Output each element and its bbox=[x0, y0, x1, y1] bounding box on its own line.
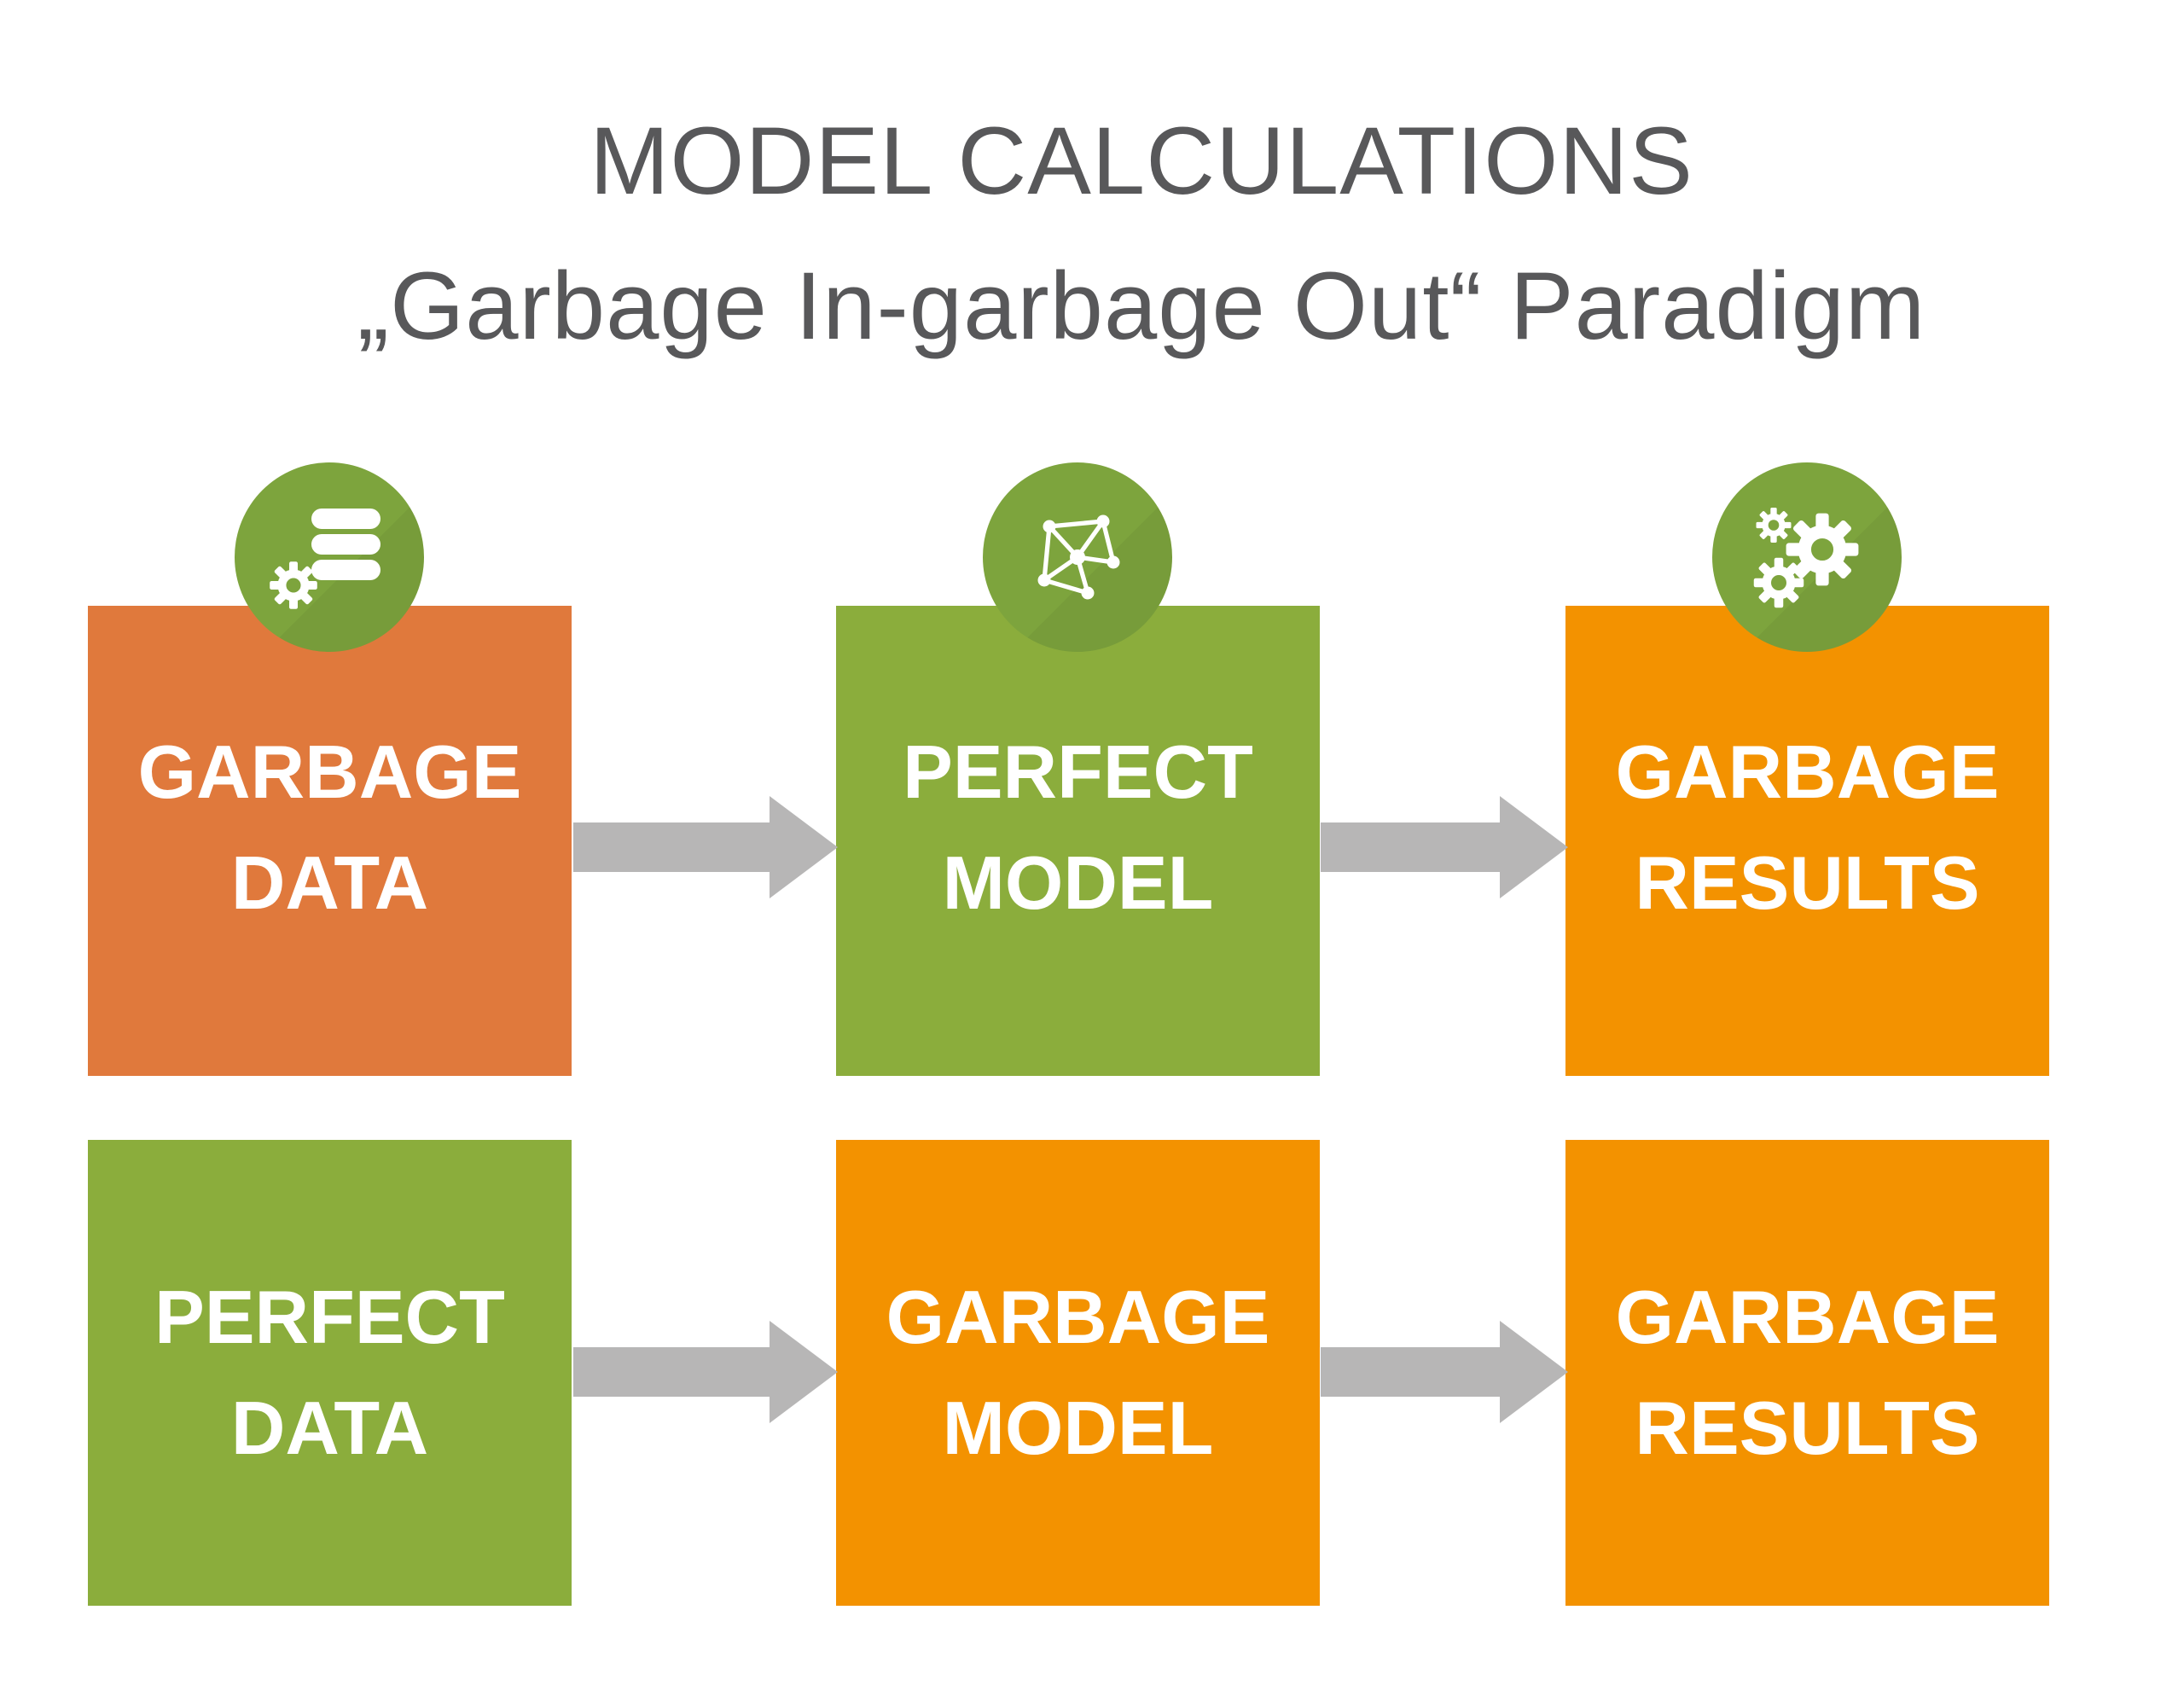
box-label: GARBAGE RESULTS bbox=[1616, 1262, 2000, 1484]
box-label-line: MODEL bbox=[942, 1386, 1214, 1470]
box-label-line: PERFECT bbox=[903, 729, 1253, 814]
arrow-head bbox=[770, 796, 838, 898]
arrow-shaft bbox=[1321, 1347, 1500, 1397]
box-label: GARBAGE RESULTS bbox=[1616, 717, 2000, 939]
title-line-1: MODEL CALCULATIONS bbox=[590, 108, 1693, 214]
box-label-line: RESULTS bbox=[1635, 840, 1980, 925]
box-label: GARBAGE MODEL bbox=[886, 1262, 1270, 1484]
arrow-right-icon bbox=[573, 1321, 838, 1423]
box-label: GARBAGE DATA bbox=[138, 717, 522, 939]
box-label-line: DATA bbox=[230, 840, 429, 925]
box-label: PERFECT MODEL bbox=[903, 717, 1253, 939]
box-label-line: GARBAGE bbox=[1615, 729, 2000, 814]
arrow-shaft bbox=[573, 1347, 770, 1397]
arrow-head bbox=[1500, 796, 1568, 898]
gears-icon bbox=[1712, 462, 1902, 652]
box-garbage-results-bottom: GARBAGE RESULTS bbox=[1565, 1140, 2049, 1606]
box-label-line: GARBAGE bbox=[886, 1275, 1270, 1359]
database-icon bbox=[235, 462, 424, 652]
box-label-line: DATA bbox=[230, 1386, 429, 1470]
arrow-shaft bbox=[1321, 822, 1500, 872]
arrow-right-icon bbox=[1321, 1321, 1568, 1423]
box-perfect-model: PERFECT MODEL bbox=[836, 606, 1320, 1076]
network-icon bbox=[983, 462, 1172, 652]
arrow-head bbox=[770, 1321, 838, 1423]
arrow-right-icon bbox=[1321, 796, 1568, 898]
box-garbage-results-top: GARBAGE RESULTS bbox=[1565, 606, 2049, 1076]
box-garbage-model: GARBAGE MODEL bbox=[836, 1140, 1320, 1606]
box-label-line: PERFECT bbox=[154, 1275, 505, 1359]
arrow-head bbox=[1500, 1321, 1568, 1423]
box-label: PERFECT DATA bbox=[154, 1262, 505, 1484]
diagram-title: MODEL CALCULATIONS „Garbage In-garbage O… bbox=[49, 89, 2184, 379]
box-label-line: RESULTS bbox=[1635, 1386, 1980, 1470]
box-perfect-data: PERFECT DATA bbox=[88, 1140, 572, 1606]
box-label-line: MODEL bbox=[942, 840, 1214, 925]
arrow-right-icon bbox=[573, 796, 838, 898]
arrow-shaft bbox=[573, 822, 770, 872]
box-label-line: GARBAGE bbox=[1615, 1275, 2000, 1359]
box-garbage-data: GARBAGE DATA bbox=[88, 606, 572, 1076]
box-label-line: GARBAGE bbox=[137, 729, 522, 814]
title-line-2: „Garbage In-garbage Out“ Paradigm bbox=[357, 253, 1926, 359]
